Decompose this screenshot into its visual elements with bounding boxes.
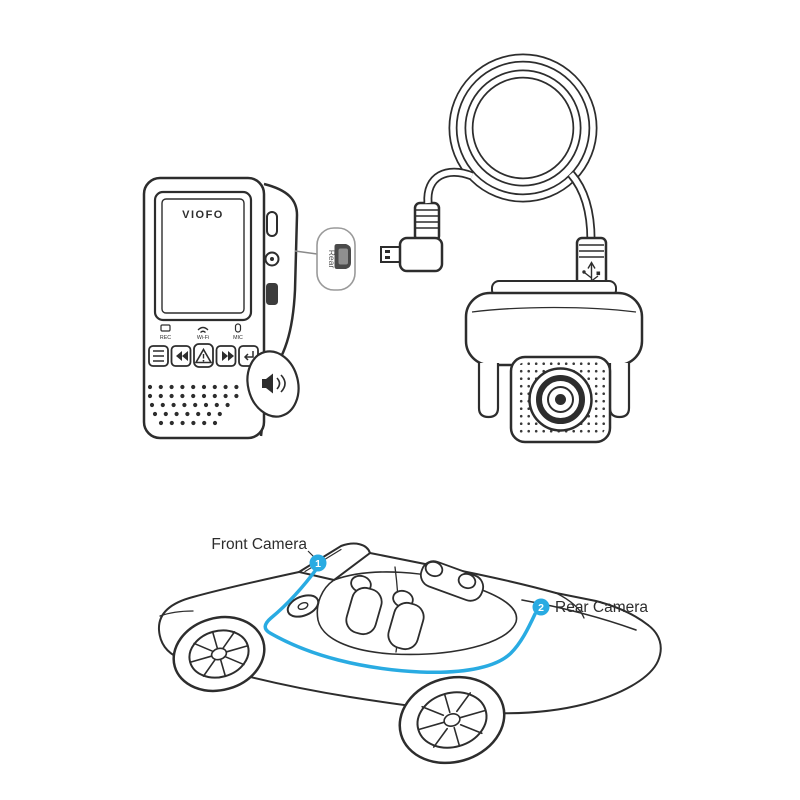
- plug-ribs: [415, 209, 439, 229]
- seat-passenger: [387, 601, 425, 651]
- brand-logo: VIOFO: [182, 209, 224, 221]
- callout-label: Rear: [327, 250, 337, 269]
- rear-port-callout: Rear: [294, 227, 356, 291]
- camera-buttons: [148, 343, 259, 368]
- rec-label: REC: [160, 335, 171, 341]
- front-badge: [309, 554, 327, 572]
- deck-line: [555, 592, 585, 619]
- windshield: [296, 542, 372, 582]
- right-tab: [608, 363, 631, 419]
- rear-headrest-right: [457, 572, 477, 590]
- wifi-label: Wi-Fi: [197, 335, 209, 341]
- side-pill-button: [266, 211, 278, 237]
- front-camera-illustration: VIOFO REC Wi-Fi MIC: [142, 176, 300, 440]
- car-illustration: [157, 542, 662, 765]
- rear-badge: [532, 598, 550, 616]
- side-round-button-dot: [270, 257, 274, 261]
- steering-wheel: [286, 594, 320, 618]
- rec-icon: [160, 324, 171, 332]
- lens-barrel: [536, 375, 585, 424]
- side-round-button: [264, 251, 280, 267]
- menu-icon: [153, 350, 164, 362]
- seat-driver: [345, 586, 383, 636]
- speaker-icon: [262, 373, 286, 394]
- screen: [161, 198, 245, 314]
- speaker-dot-grid: [147, 384, 239, 426]
- body-top-line: [471, 306, 637, 313]
- front-wheel: [172, 615, 266, 693]
- rear-port: [266, 283, 278, 305]
- plug-body: [398, 236, 444, 273]
- mic-label: MIC: [233, 335, 243, 341]
- front-label-leader: [307, 550, 315, 558]
- usb-trident-icon: [582, 261, 601, 288]
- cable-route: [263, 565, 537, 675]
- mini-usb-inner: [338, 248, 348, 265]
- rear-headrest-left: [424, 560, 444, 578]
- emergency-triangle-icon: [194, 347, 213, 364]
- next-icon: [222, 351, 234, 361]
- hood-outline: [157, 571, 300, 666]
- usb-plug: [380, 201, 444, 273]
- wifi-icon: [197, 326, 209, 333]
- steering-hub: [297, 601, 309, 611]
- front-badge-number: 1: [315, 558, 321, 570]
- rear-badge-number: 2: [538, 602, 544, 614]
- rear-camera-body: [464, 291, 644, 367]
- rear-connector-ribs: [579, 244, 604, 258]
- cable-coil: [423, 53, 598, 241]
- lens-pupil: [555, 394, 566, 405]
- plug-metal-tip: [380, 246, 402, 263]
- enter-icon: [243, 351, 254, 361]
- mic-icon: [234, 323, 242, 333]
- front-camera-label: Front Camera: [211, 536, 307, 553]
- rear-camera-illustration: [464, 236, 644, 444]
- prev-icon: [176, 351, 188, 361]
- rear-wheel: [398, 675, 506, 765]
- callout-pointer: [294, 250, 318, 255]
- screen-bezel: [153, 190, 253, 322]
- rear-quarter: [555, 592, 649, 626]
- rear-camera-label: Rear Camera: [555, 599, 648, 616]
- annotations: Front Camera 1 2 Rear Camera: [211, 536, 648, 616]
- grille-line: [159, 610, 194, 617]
- left-tab: [477, 363, 500, 419]
